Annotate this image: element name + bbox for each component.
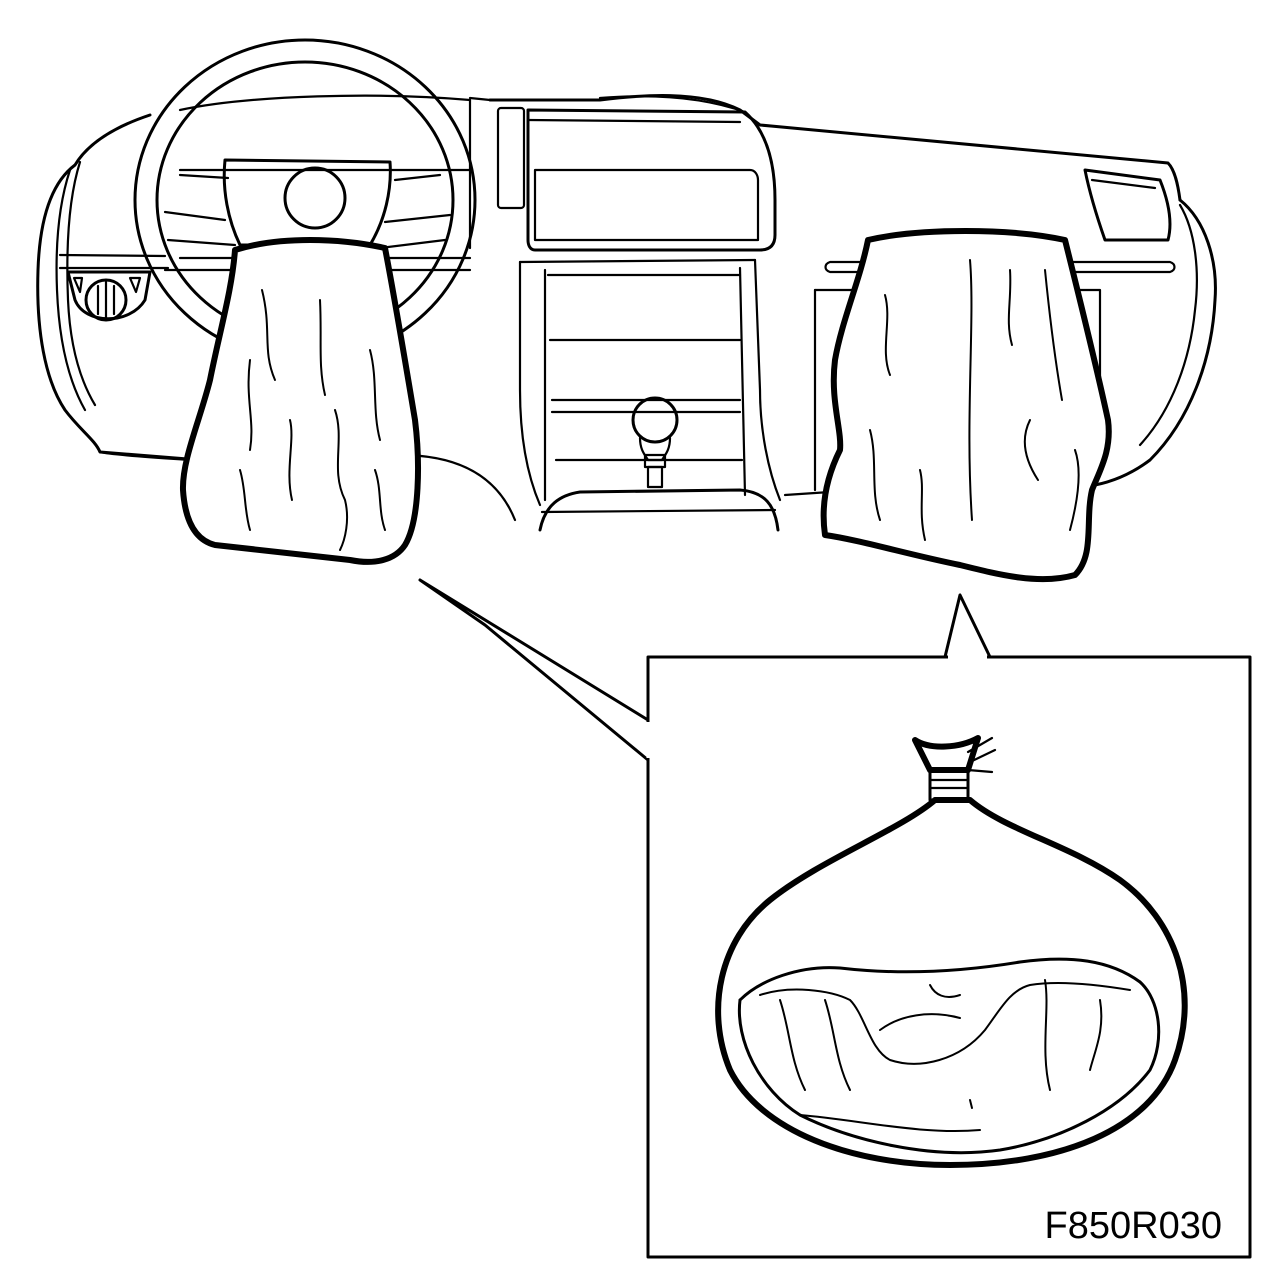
gear-lever bbox=[631, 396, 679, 489]
passenger-airbag bbox=[820, 228, 1112, 583]
light-switch-panel bbox=[66, 270, 152, 322]
inset-panel: F850R030 bbox=[646, 654, 1252, 1259]
figure-code: F850R030 bbox=[1045, 1205, 1222, 1247]
callout-pointers bbox=[418, 578, 992, 762]
center-console bbox=[518, 258, 782, 532]
driver-airbag bbox=[179, 237, 421, 565]
bagged-airbag bbox=[715, 735, 1188, 1168]
